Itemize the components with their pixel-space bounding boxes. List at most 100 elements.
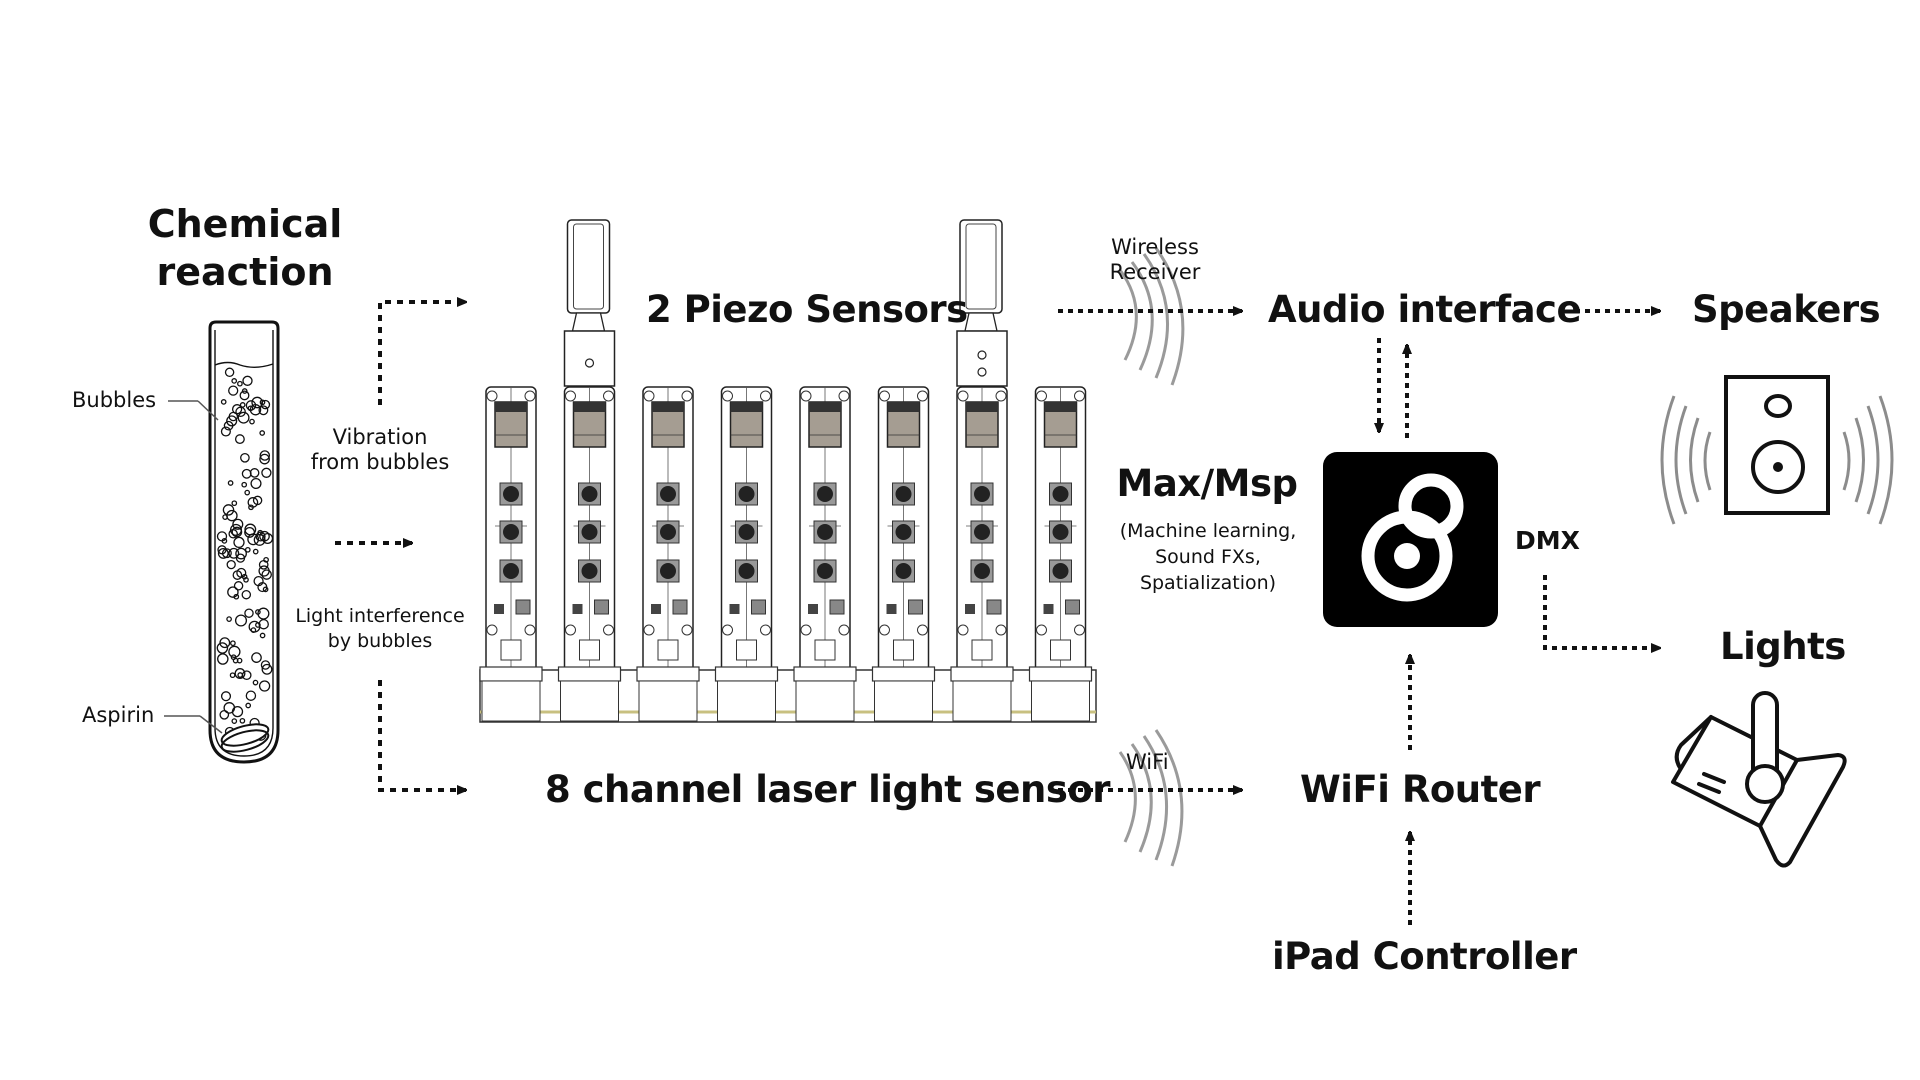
- bubble: [228, 385, 239, 396]
- bubble: [245, 690, 257, 701]
- bubble: [219, 709, 230, 720]
- bubble: [237, 411, 250, 424]
- bubble: [241, 670, 252, 681]
- wifi-router-label: WiFi Router: [1300, 768, 1541, 811]
- bubble: [245, 702, 252, 709]
- sensor-module: [557, 386, 622, 722]
- bubble: [234, 668, 246, 679]
- bubble: [250, 627, 257, 633]
- bubble: [255, 622, 261, 628]
- bubble: [227, 480, 234, 486]
- piezo-sensors-label: 2 Piezo Sensors: [646, 288, 968, 331]
- knob-icon: [660, 563, 676, 579]
- bubble: [230, 654, 237, 661]
- knob-icon: [738, 563, 755, 579]
- bubble: [243, 576, 249, 583]
- bubble: [241, 468, 252, 479]
- knob-icon: [817, 486, 833, 502]
- knob-icon: [738, 524, 755, 540]
- bubble: [224, 367, 235, 378]
- knob-icon: [1052, 524, 1069, 540]
- bubble: [233, 581, 244, 591]
- bubble: [228, 645, 241, 658]
- bubble: [261, 663, 273, 675]
- stage-light-icon: [1671, 691, 1847, 868]
- wifi-link-label: WiFi: [1126, 750, 1169, 774]
- bubble: [261, 569, 272, 580]
- bubble: [220, 691, 232, 702]
- bubble: [235, 553, 246, 563]
- sensor-module: [479, 386, 543, 722]
- bubble: [221, 548, 232, 559]
- lights-label: Lights: [1720, 625, 1846, 668]
- bubble: [220, 399, 227, 405]
- bubble: [253, 533, 266, 546]
- bubble: [223, 702, 236, 714]
- bubble: [244, 489, 251, 496]
- bubble: [242, 375, 253, 386]
- bubble: [239, 717, 246, 724]
- bubble: [245, 400, 257, 411]
- bubble: [252, 548, 259, 555]
- bubble: [233, 593, 240, 600]
- max-msp-logo-icon: [1323, 452, 1498, 627]
- aspirin-label: Aspirin: [82, 703, 155, 727]
- chemical-reaction-title: Chemical reaction: [147, 202, 343, 294]
- bubble: [259, 632, 266, 639]
- bubble: [219, 637, 231, 649]
- bubble: [249, 418, 255, 425]
- knob-icon: [974, 563, 990, 579]
- vibration-label: Vibration from bubbles: [310, 425, 450, 474]
- sensor-module-array: [479, 219, 1097, 723]
- bubble: [237, 672, 244, 678]
- bubbles-label: Bubbles: [72, 388, 157, 412]
- bubble: [237, 380, 243, 387]
- bubble: [250, 477, 262, 490]
- laser-sensor-label: 8 channel laser light sensor: [545, 768, 1111, 811]
- knob-icon: [660, 486, 676, 502]
- bubble: [251, 652, 262, 663]
- sensor-module: [714, 386, 779, 722]
- bubble: [223, 420, 234, 431]
- bubble: [262, 586, 269, 593]
- bubble: [239, 390, 250, 401]
- bubble: [252, 679, 259, 686]
- test-tube-icon: [208, 320, 280, 764]
- bubble: [222, 504, 235, 516]
- bubble: [233, 536, 245, 549]
- bubble: [216, 531, 228, 542]
- light-interference-label: Light interference by bubbles: [295, 605, 465, 652]
- vibration-arrow: [378, 302, 466, 405]
- bubble: [262, 532, 274, 545]
- bubble: [220, 426, 231, 437]
- knob-icon: [974, 524, 990, 540]
- bubble: [226, 415, 238, 427]
- bubble: [230, 640, 236, 647]
- wifi-waves-icon: [1118, 729, 1184, 867]
- knob-icon: [581, 524, 598, 540]
- bubble: [247, 497, 259, 508]
- knob-icon: [1052, 486, 1069, 502]
- piezo-sensor-icon: [563, 219, 616, 387]
- bubble: [226, 559, 236, 570]
- light-interference-arrow: [378, 680, 466, 790]
- bubble: [227, 586, 239, 598]
- knob-icon: [895, 486, 912, 502]
- bubble: [258, 405, 269, 416]
- speaker-icon: [1660, 375, 1894, 525]
- bubble: [226, 616, 232, 622]
- bubble: [258, 618, 269, 630]
- knob-icon: [1052, 563, 1069, 579]
- sensor-module: [1028, 386, 1093, 722]
- bubble: [216, 642, 229, 654]
- speakers-label: Speakers: [1692, 288, 1881, 331]
- bubble: [217, 547, 229, 559]
- knob-icon: [817, 524, 833, 540]
- bubble: [259, 453, 270, 465]
- dmx-to-lights-arrow: [1543, 575, 1660, 648]
- bubble: [229, 523, 243, 536]
- bubble: [236, 657, 243, 664]
- knob-icon: [503, 563, 519, 579]
- bubble: [235, 547, 247, 560]
